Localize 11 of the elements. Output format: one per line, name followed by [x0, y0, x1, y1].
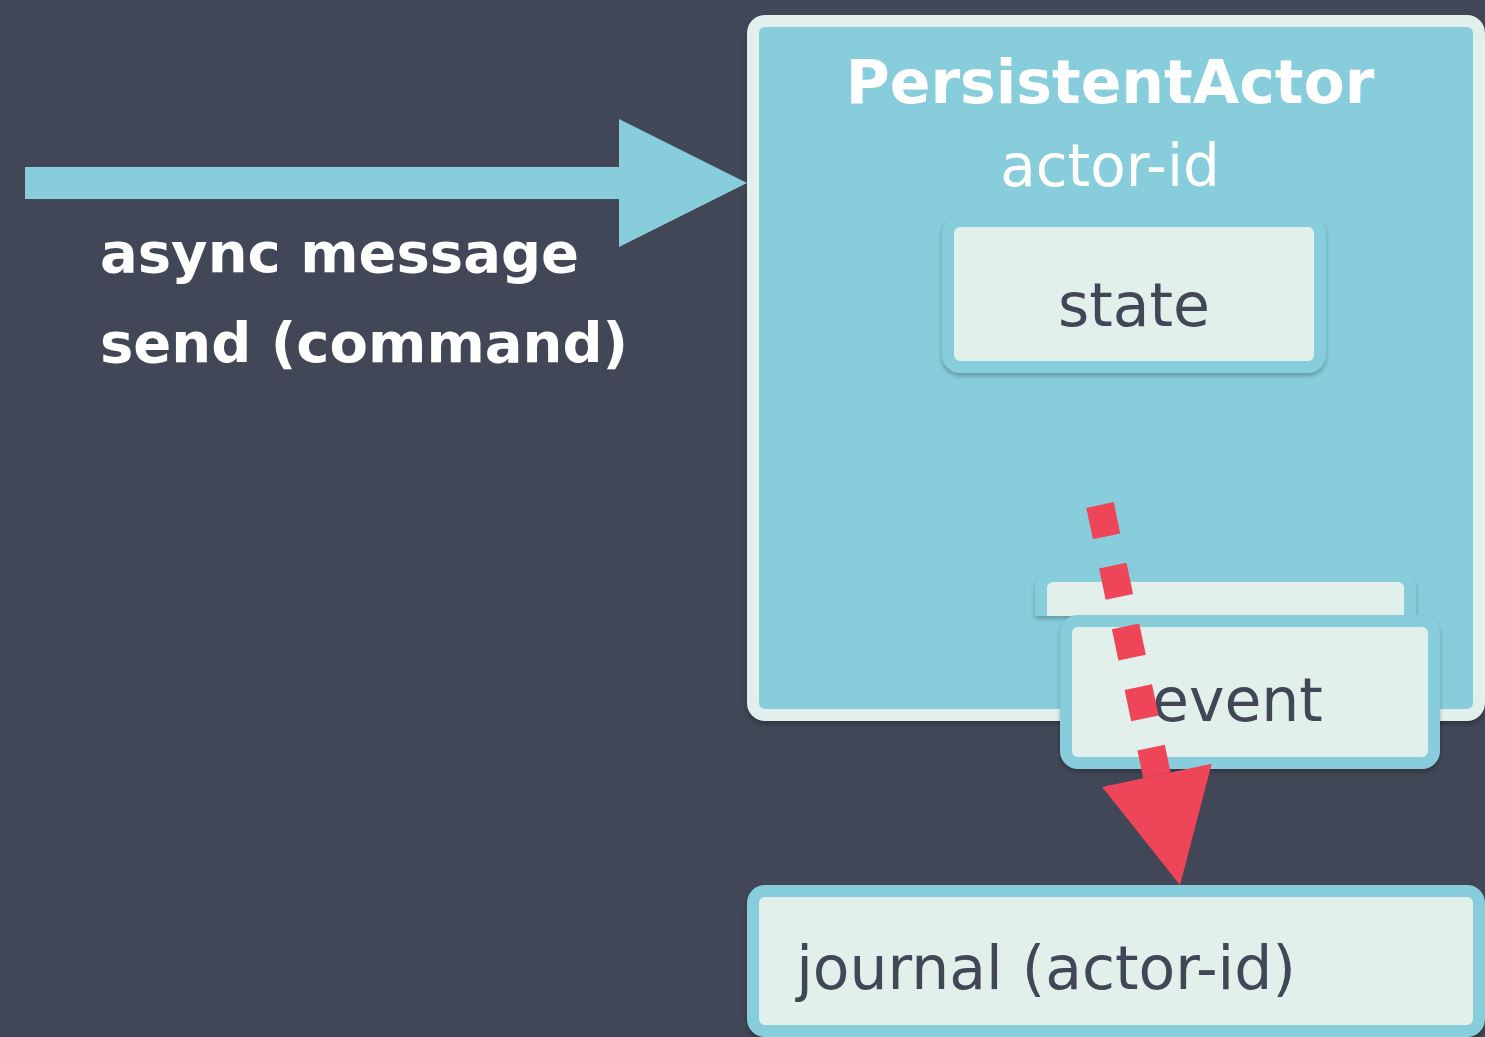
arrow: [25, 119, 747, 247]
node-label: event: [1152, 667, 1324, 733]
arrow: [1086, 502, 1212, 885]
edge-label: async message send (command): [100, 219, 630, 377]
node-title: PersistentActor: [844, 49, 1376, 115]
node-label: state: [1057, 272, 1211, 338]
actor-box: [747, 15, 1485, 721]
node-label: journal (actor-id): [795, 935, 1297, 1001]
journal-box: [747, 885, 1485, 1037]
node-subtitle: actor-id: [999, 135, 1221, 199]
event-box: [1060, 615, 1440, 769]
